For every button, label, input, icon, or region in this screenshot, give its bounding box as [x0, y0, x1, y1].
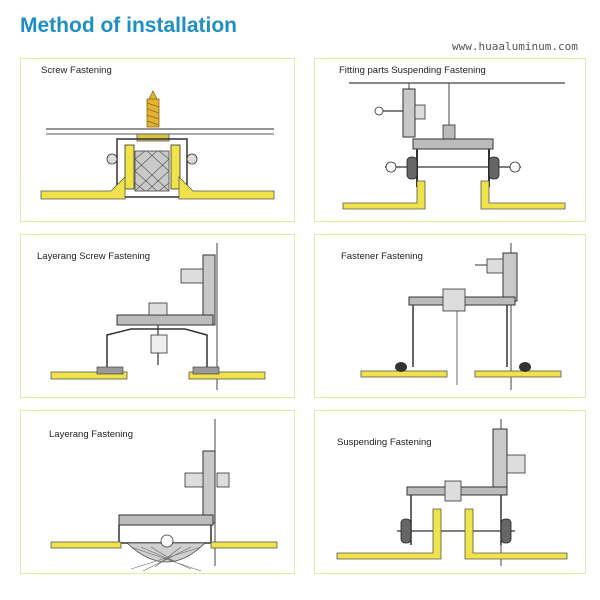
panel-layerang-fastening: Layerang Fastening [20, 410, 295, 574]
fastener-fastening-drawing [360, 243, 562, 390]
panel-label: Fitting parts Suspending Fastening [339, 65, 486, 76]
panel-label: Layerang Fastening [49, 429, 133, 440]
panel-fastener-fastening: Fastener Fastening [314, 234, 586, 398]
suspending-fastening-drawing [336, 419, 568, 566]
fitting-parts-drawing [342, 82, 566, 210]
screw-fastening-drawing [40, 90, 275, 200]
panel-label: Screw Fastening [41, 65, 112, 76]
page-title: Method of installation [20, 14, 237, 37]
watermark-url: www.huaaluminum.com [452, 40, 578, 53]
panel-screw-fastening: Screw Fastening [20, 58, 295, 222]
panel-label: Fastener Fastening [341, 251, 423, 262]
layerang-fastening-drawing [50, 419, 278, 572]
panel-layerang-screw-fastening: Layerang Screw Fastening [20, 234, 295, 398]
panel-suspending-fastening: Suspending Fastening [314, 410, 586, 574]
panel-label: Layerang Screw Fastening [37, 251, 151, 262]
layerang-screw-drawing [50, 243, 266, 390]
panel-label: Suspending Fastening [337, 437, 432, 448]
panel-fitting-parts-suspending-fastening: Fitting parts Suspending Fastening [314, 58, 586, 222]
